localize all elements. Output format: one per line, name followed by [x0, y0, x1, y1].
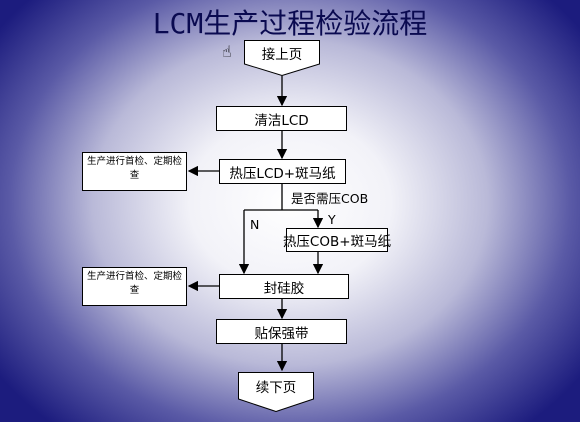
decision-no-label: N — [250, 217, 260, 232]
step-hot-press-lcd: 热压LCD+斑马纸 — [219, 159, 346, 184]
step-seal-silicone: 封硅胶 — [219, 274, 349, 299]
hand-cursor-icon: ☝ — [222, 42, 232, 61]
step-clean-lcd: 清洁LCD — [216, 106, 347, 131]
start-connector: 接上页 — [244, 40, 320, 76]
end-connector: 续下页 — [238, 372, 314, 412]
note-first-check-2: 生产进行首检、定期检查 — [82, 267, 187, 306]
note-first-check: 生产进行首检、定期检查 — [82, 152, 187, 191]
step-reinforcement-tape: 贴保强带 — [216, 319, 347, 344]
start-connector-label: 接上页 — [261, 47, 303, 63]
page-title: LCM生产过程检验流程 — [152, 7, 428, 40]
decision-yes-label: Y — [328, 212, 336, 227]
end-connector-label: 续下页 — [255, 380, 297, 396]
decision-question: 是否需压COB — [291, 191, 369, 206]
step-hot-press-cob: 热压COB+斑马纸 — [283, 228, 391, 252]
